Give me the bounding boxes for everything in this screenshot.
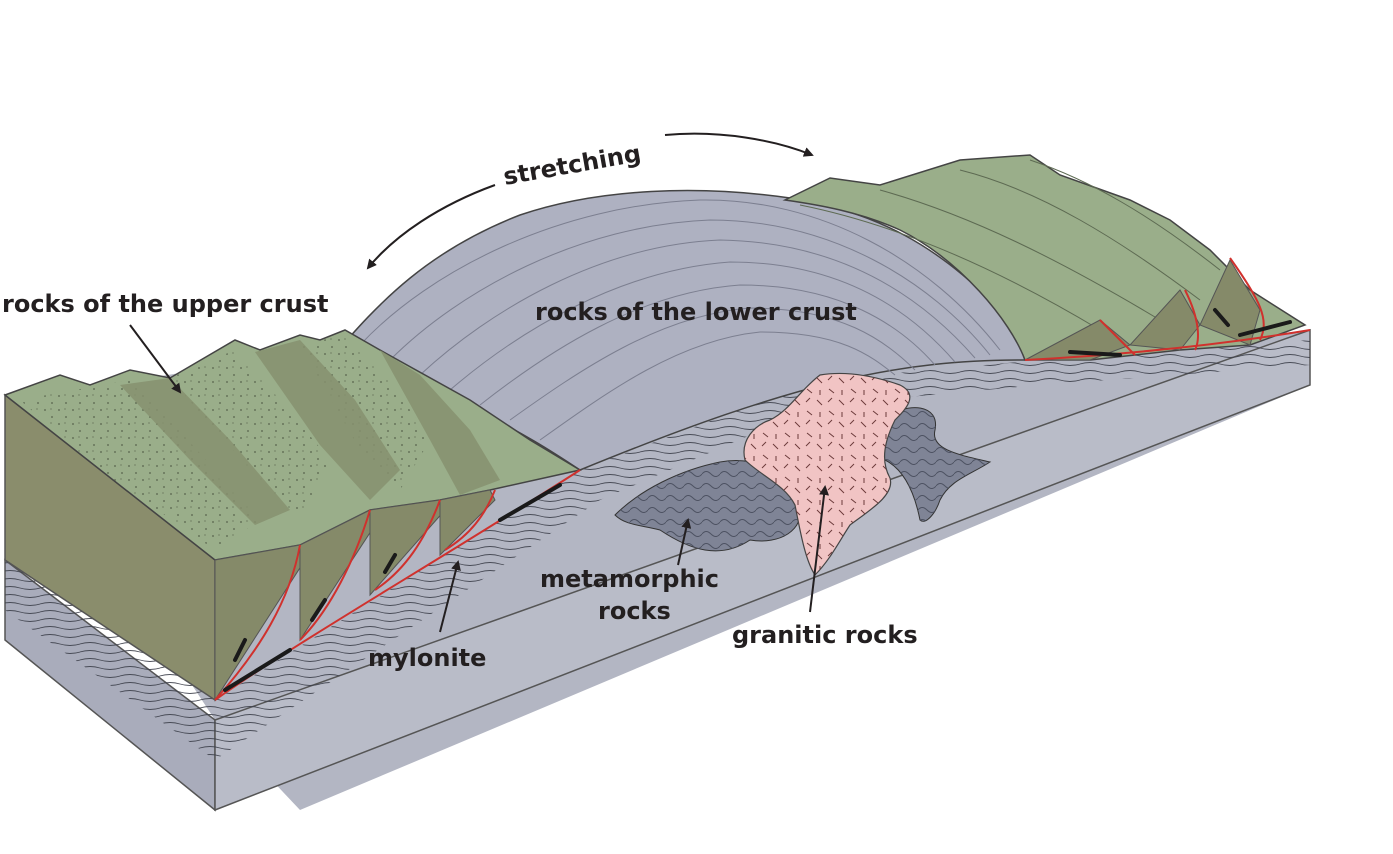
mylonite-front bbox=[5, 560, 215, 760]
fault-wedge-right-1 bbox=[1024, 319, 1131, 361]
upper-crust-leader bbox=[129, 324, 182, 394]
stretching-arrow-right bbox=[664, 132, 814, 157]
slip-arrow-2 bbox=[233, 638, 247, 662]
label-lower-crust: rocks of the lower crust bbox=[535, 298, 857, 326]
label-stretching: stretching bbox=[501, 139, 643, 191]
fault-line-right-2 bbox=[1184, 289, 1199, 351]
metamorphic-leader bbox=[677, 518, 692, 566]
upper-crust-left bbox=[3, 329, 582, 702]
granitic-rocks bbox=[743, 372, 911, 576]
fault-wedge-right-3 bbox=[1199, 258, 1261, 346]
slip-arrow-right-1 bbox=[1068, 350, 1122, 357]
slip-arrow-right-3 bbox=[1213, 308, 1230, 327]
fault-line-1 bbox=[214, 544, 301, 701]
label-metamorphic-line1: metamorphic bbox=[540, 565, 719, 593]
slip-arrow-right-2 bbox=[1238, 320, 1292, 337]
slip-arrow-3 bbox=[310, 598, 327, 622]
slip-arrow-1 bbox=[223, 648, 292, 692]
upper-crust-right bbox=[782, 154, 1311, 361]
fault-line-2 bbox=[299, 509, 371, 641]
fault-line-main-right bbox=[1024, 329, 1311, 361]
label-granitic: granitic rocks bbox=[732, 621, 918, 649]
label-mylonite: mylonite bbox=[368, 644, 486, 672]
granitic-leader bbox=[809, 485, 830, 613]
fault-line-right-3 bbox=[1229, 257, 1265, 341]
fault-wedge-right-2 bbox=[1128, 289, 1201, 351]
label-metamorphic-line2: rocks bbox=[598, 597, 671, 625]
fault-wedge-4 bbox=[439, 489, 496, 557]
fault-line-right-1 bbox=[1099, 319, 1136, 356]
slip-arrow-5 bbox=[498, 483, 562, 522]
metamorphic-rocks bbox=[614, 407, 992, 552]
fault-line-3 bbox=[374, 499, 441, 591]
stretching-arrow-left bbox=[366, 184, 496, 270]
slip-arrow-4 bbox=[383, 553, 397, 574]
label-upper-crust: rocks of the upper crust bbox=[2, 290, 328, 318]
mylonite-leader bbox=[439, 560, 461, 633]
fault-line-4 bbox=[444, 489, 496, 551]
lower-crust-dome bbox=[328, 189, 1027, 471]
